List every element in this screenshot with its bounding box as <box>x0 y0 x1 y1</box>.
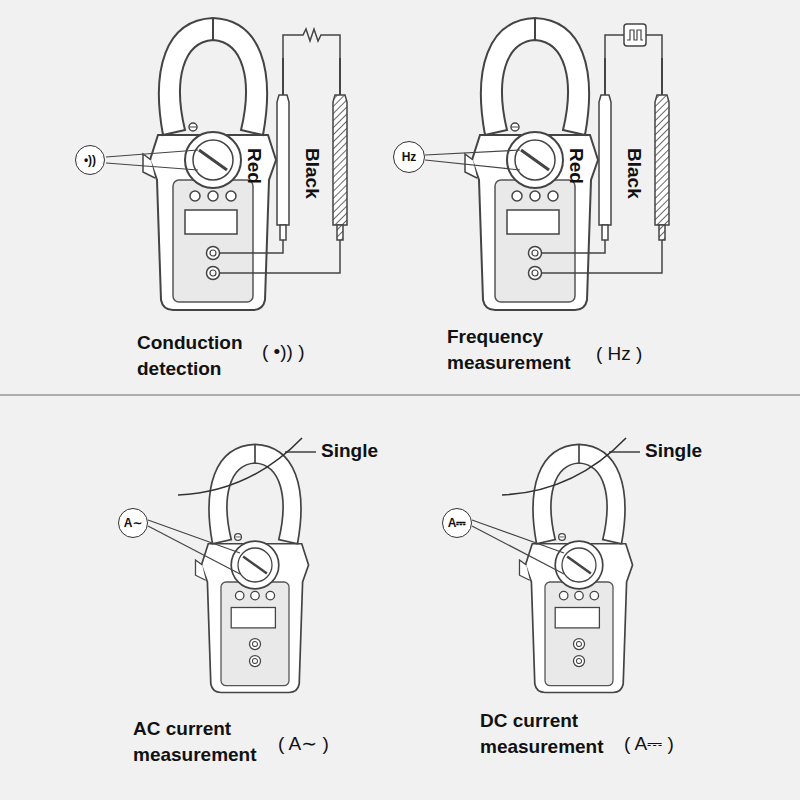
mode-caption: Conduction detection <box>137 330 265 381</box>
leader-line <box>472 526 564 574</box>
resistor-circuit <box>283 29 340 58</box>
leader-line <box>148 526 240 574</box>
single-wire <box>502 438 626 495</box>
red-lead <box>220 240 283 253</box>
clamp-meter <box>143 18 276 310</box>
mode-symbol: ( •)) ) <box>262 341 305 364</box>
leader-line <box>106 150 198 157</box>
callout-icon: •)) <box>75 145 105 175</box>
icon-text: A⎓ <box>448 517 467 529</box>
black-lead <box>220 240 340 273</box>
icon-text: •)) <box>84 154 96 166</box>
red-lead <box>542 240 605 253</box>
mode-caption: DC current measurement <box>480 708 630 759</box>
panel-divider <box>0 394 800 396</box>
clamp-meter <box>465 18 598 310</box>
leader-line <box>425 160 520 170</box>
leader-line <box>609 451 640 452</box>
black-lead <box>542 240 662 273</box>
mode-symbol: ( A⎓ ) <box>624 733 674 756</box>
mode-symbol: ( Hz ) <box>596 343 642 366</box>
mode-caption: AC current measurement <box>133 716 283 767</box>
leader-line <box>148 520 240 553</box>
leader-line <box>285 451 316 452</box>
probe-label: Black <box>300 148 323 199</box>
probe-label: Red <box>242 148 265 184</box>
wire-label: Single <box>645 440 702 463</box>
callout-icon: A⎓ <box>442 508 472 538</box>
mode-symbol: ( A∼ ) <box>278 733 329 756</box>
clamp-meter <box>196 444 309 692</box>
single-wire <box>178 438 302 495</box>
callout-icon: A∼ <box>118 508 148 538</box>
signal-source <box>624 24 646 46</box>
clamp-meter <box>520 444 633 692</box>
icon-text: Hz <box>402 151 417 163</box>
probe-label: Red <box>564 148 587 184</box>
black-probe <box>655 58 669 240</box>
square-wave-symbol <box>627 30 643 40</box>
red-probe <box>599 58 611 240</box>
mode-caption: Frequency measurement <box>447 324 597 375</box>
callout-icon: Hz <box>393 141 425 173</box>
leader-line <box>106 163 198 170</box>
leader-line <box>472 520 564 553</box>
black-probe <box>333 58 347 240</box>
icon-text: A∼ <box>124 517 143 529</box>
red-probe <box>277 58 289 240</box>
probe-label: Black <box>622 148 645 199</box>
leader-line <box>425 150 520 155</box>
wire-label: Single <box>321 440 378 463</box>
